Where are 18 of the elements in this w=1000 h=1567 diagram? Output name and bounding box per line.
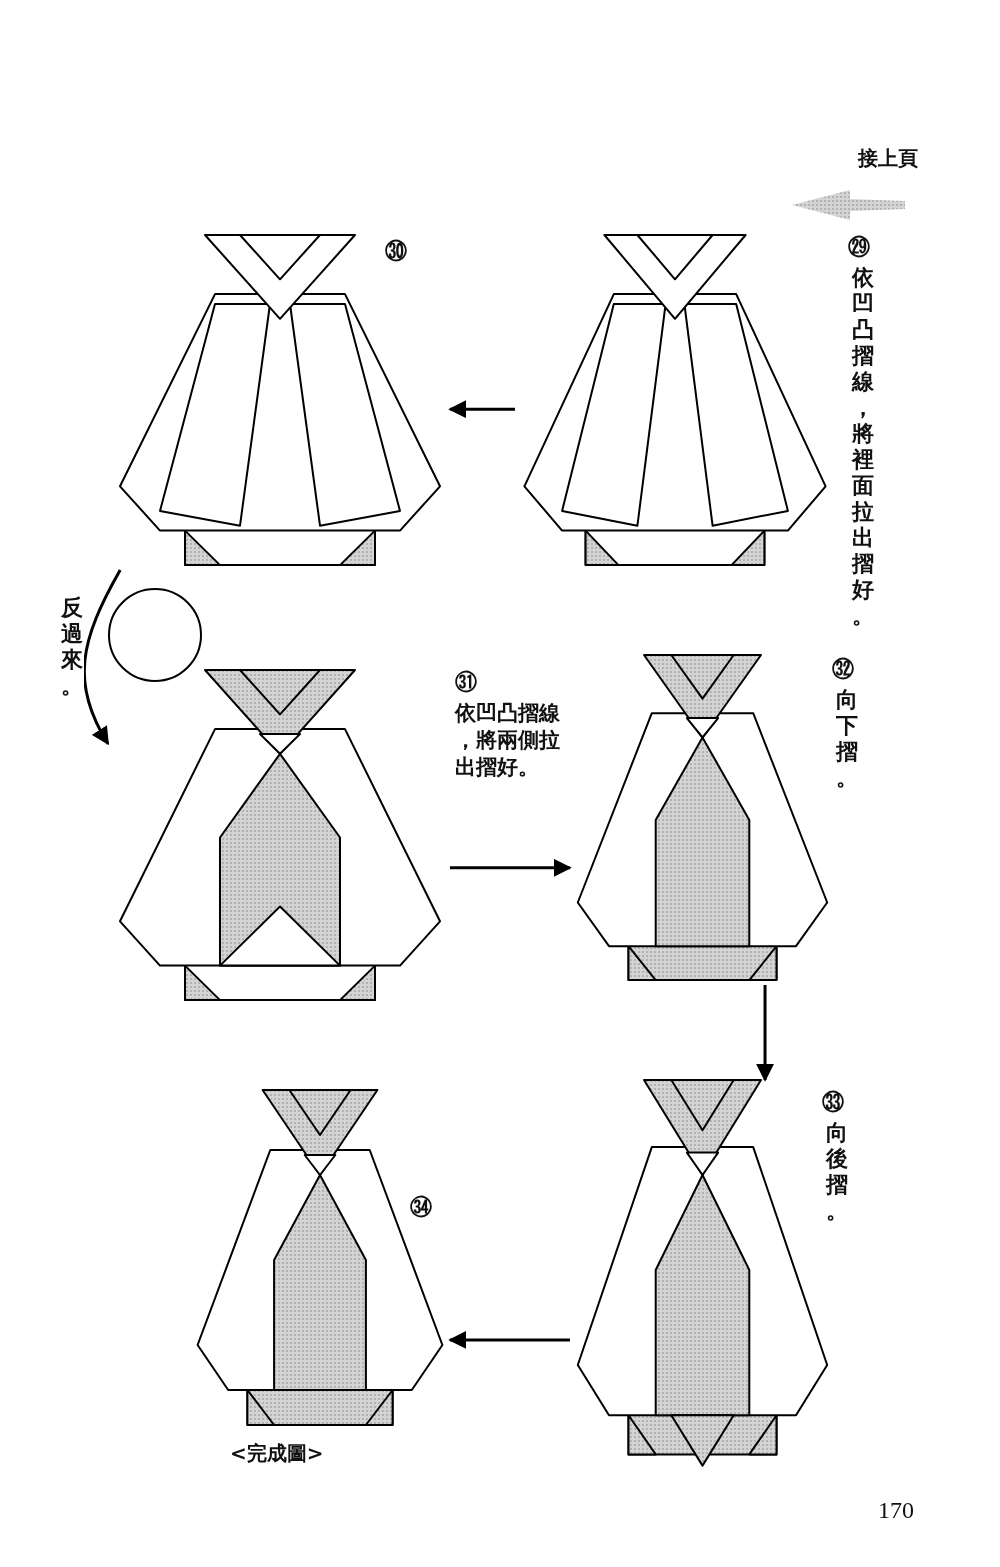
page-number: 170 [878,1497,914,1524]
arrow [450,858,572,877]
instruction-text: 向後摺。 [825,1120,849,1224]
instruction-text: 向下摺。 [835,687,859,791]
arrow [448,1330,570,1349]
step-number: ㉝ [822,1090,844,1115]
caption-text: <完成圖> [230,1440,324,1467]
step-number: ㉙ [848,235,870,260]
note-text: 接上頁 [858,145,918,172]
step-number: ㉞ [410,1195,432,1220]
edge-label: 反過來。 [60,595,84,699]
arrow [448,400,515,419]
step-number: ㉛ [455,670,477,695]
arrow [756,985,775,1082]
step-number: ㉜ [832,657,854,682]
step-number: ㉚ [385,239,407,264]
instruction-text: 依凹凸摺線，將裡面拉出摺好。 [851,265,875,629]
instruction-text: 依凹凸摺線，將兩側拉出摺好。 [455,700,561,781]
